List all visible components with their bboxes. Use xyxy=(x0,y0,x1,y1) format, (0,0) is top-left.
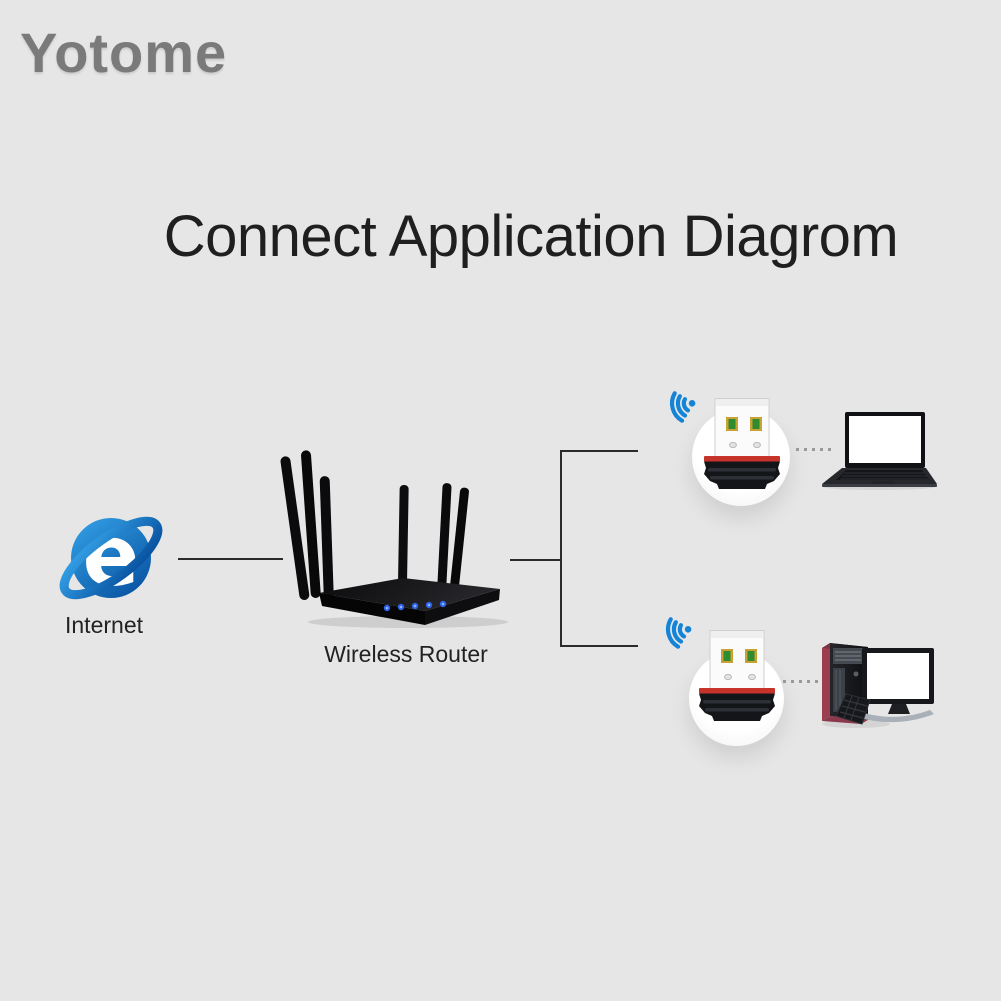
adapter-body xyxy=(699,688,775,721)
page-title: Connect Application Diagrom xyxy=(163,204,899,269)
connector-internet-router xyxy=(178,558,283,560)
laptop-screen xyxy=(849,416,921,463)
usb-plug xyxy=(714,398,770,457)
router-label: Wireless Router xyxy=(324,641,488,667)
connector-bracket-bottom-branch xyxy=(560,645,638,647)
router-antennas xyxy=(280,450,469,604)
usb-wifi-adapter-top-icon xyxy=(704,398,780,489)
dotted-connector-adapter-desktop xyxy=(783,680,819,683)
brand-watermark: Yotome xyxy=(20,21,228,84)
pc-monitor xyxy=(860,648,934,723)
usb-plug xyxy=(709,630,765,689)
internet-explorer-icon: e xyxy=(59,507,163,605)
dotted-connector-adapter-laptop xyxy=(796,448,832,451)
internet-label: Internet xyxy=(65,612,143,638)
adapter-body xyxy=(704,456,780,489)
pc-keyboard xyxy=(835,693,871,725)
desktop-computer-icon xyxy=(822,643,934,728)
laptop-icon xyxy=(822,412,937,490)
router-led-strip xyxy=(383,600,447,612)
ie-orbit-ring xyxy=(59,516,163,600)
usb-wifi-adapter-bottom-icon xyxy=(699,630,775,721)
wireless-router-icon xyxy=(280,450,508,628)
connector-bracket-vertical xyxy=(560,450,562,647)
connector-bracket-top-branch xyxy=(560,450,638,452)
wifi-signal-icon xyxy=(658,382,707,431)
wifi-signal-icon xyxy=(654,608,703,657)
router-shadow xyxy=(308,616,508,628)
router-body xyxy=(319,578,500,625)
ie-globe xyxy=(71,518,151,598)
connector-bracket-stem xyxy=(510,559,562,561)
laptop-touchpad xyxy=(871,481,895,484)
